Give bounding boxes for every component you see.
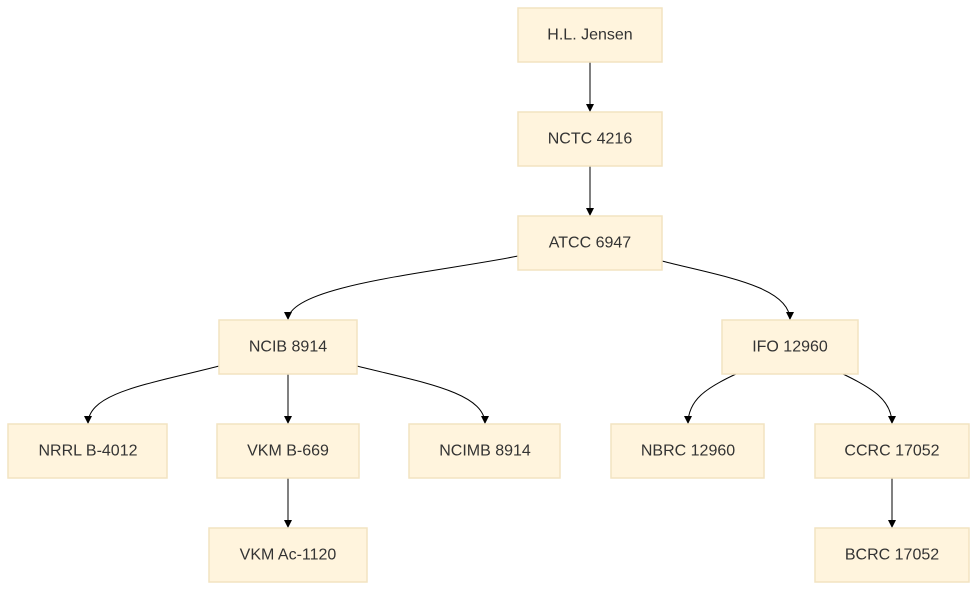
node-label: NCIMB 8914 xyxy=(439,443,531,460)
edge-atcc-6947-to-ifo-12960 xyxy=(661,260,794,321)
node-label: VKM B-669 xyxy=(247,443,329,460)
node-label: IFO 12960 xyxy=(752,339,828,356)
node-ifo-12960: IFO 12960 xyxy=(721,319,859,375)
node-nbrc-12960: NBRC 12960 xyxy=(610,423,765,479)
node-label: NCIB 8914 xyxy=(249,339,327,356)
node-ccrc-17052: CCRC 17052 xyxy=(814,423,970,479)
node-label: NCTC 4216 xyxy=(548,131,633,148)
node-vkm-b-669: VKM B-669 xyxy=(216,423,360,479)
node-label: ATCC 6947 xyxy=(549,235,632,252)
node-label: BCRC 17052 xyxy=(845,547,939,564)
edge-ifo-12960-to-nbrc-12960 xyxy=(684,373,737,425)
edge-ncib-8914-to-ncimb-8914 xyxy=(356,365,489,425)
node-nctc-4216: NCTC 4216 xyxy=(517,111,663,167)
node-bcrc-17052: BCRC 17052 xyxy=(814,527,970,583)
node-ncib-8914: NCIB 8914 xyxy=(218,319,358,375)
node-vkm-ac-1120: VKM Ac-1120 xyxy=(208,527,368,583)
nodes: H.L. Jensen NCTC 4216 ATCC 6947 NCIB 891… xyxy=(7,7,970,583)
edges xyxy=(84,62,896,528)
node-label: H.L. Jensen xyxy=(547,27,632,44)
node-ncimb-8914: NCIMB 8914 xyxy=(408,423,561,479)
node-label: CCRC 17052 xyxy=(844,443,939,460)
node-label: NBRC 12960 xyxy=(641,443,735,460)
node-label: VKM Ac-1120 xyxy=(240,547,337,564)
node-label: NRRL B-4012 xyxy=(38,443,137,460)
edge-atcc-6947-to-ncib-8914 xyxy=(284,255,519,321)
node-atcc-6947: ATCC 6947 xyxy=(517,215,663,271)
node-nrrl-b-4012: NRRL B-4012 xyxy=(7,423,168,479)
edge-ncib-8914-to-nrrl-b-4012 xyxy=(84,365,220,425)
edge-ifo-12960-to-ccrc-17052 xyxy=(842,373,896,425)
node-hl-jensen: H.L. Jensen xyxy=(517,7,663,63)
